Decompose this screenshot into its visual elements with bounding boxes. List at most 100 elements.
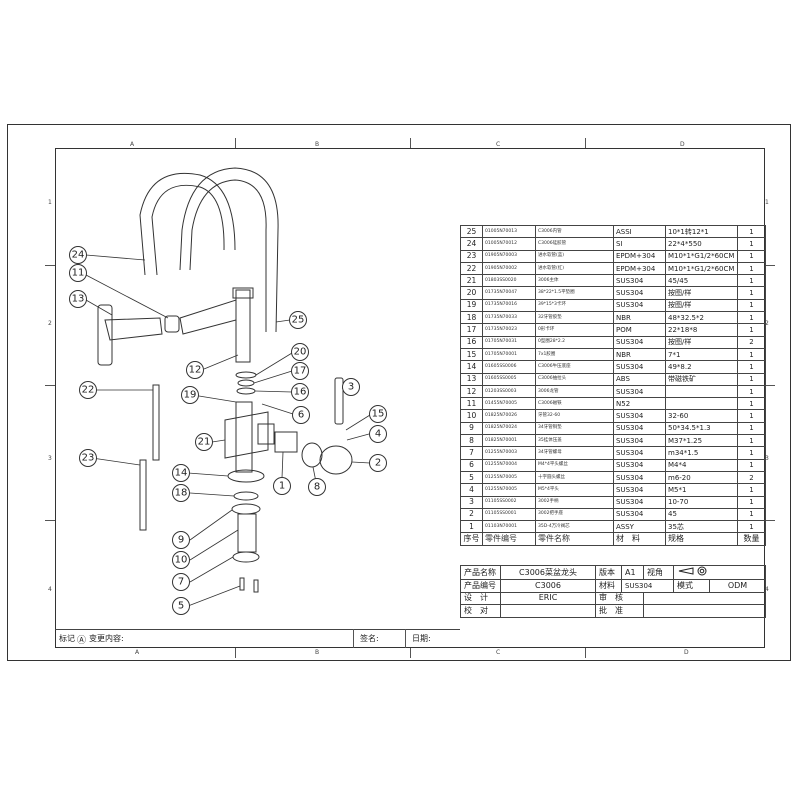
bom-cell: SUS304 [613, 409, 666, 423]
product-code-value: C3006 [499, 579, 597, 593]
zone-label-top-a: A [130, 141, 135, 148]
bom-cell: 20 [460, 286, 483, 300]
bom-cell: 24 [460, 237, 483, 251]
bom-cell: 01905N70003 [482, 249, 536, 263]
bom-cell: SUS304 [613, 360, 666, 374]
approve-label: 批 准 [595, 604, 645, 618]
bom-cell: SUS304 [613, 335, 666, 349]
bom-cell: 1 [737, 409, 766, 423]
bom-cell: SUS304 [613, 458, 666, 472]
callout-circle-4 [369, 425, 387, 443]
bom-cell: 1 [737, 298, 766, 313]
leader-4 [346, 433, 370, 441]
part-23-hose [139, 459, 147, 531]
leader-19 [198, 395, 237, 403]
bom-cell: NBR [613, 347, 666, 362]
bom-cell: 1 [737, 507, 766, 522]
bom-header-cell: 零件编号 [482, 532, 536, 546]
product-name-label: 产品名称 [460, 565, 501, 580]
part-13-pullhead [104, 317, 163, 341]
bom-cell: 7 [460, 446, 483, 460]
callout-label-22: 22 [82, 385, 95, 396]
bom-cell: 1 [737, 520, 766, 534]
bom-cell: 22*18*8 [665, 323, 738, 337]
bom-cell: 18 [460, 311, 483, 325]
bom-header-cell: 规格 [665, 532, 738, 546]
callout-label-19: 19 [184, 390, 197, 401]
callout-circle-15 [369, 405, 387, 423]
bom-cell [665, 397, 738, 411]
approve-value [643, 604, 767, 618]
callout-label-14: 14 [175, 468, 188, 479]
bom-cell: 23 [460, 249, 483, 263]
bom-cell: 01705N70001 [482, 347, 536, 362]
bom-cell: 1 [737, 261, 766, 276]
bom-cell: 1 [737, 434, 766, 448]
bom-cell: SI [613, 237, 666, 251]
bom-cell: 01735N70016 [482, 298, 536, 313]
callout-circle-23 [79, 449, 97, 467]
leader-24 [85, 254, 146, 261]
projection-symbol [673, 565, 767, 580]
mode-label: 模式 [673, 579, 711, 593]
bom-cell: ASSY [613, 520, 666, 534]
part-12-spout-body [235, 289, 251, 363]
callout-label-4: 4 [375, 429, 381, 440]
leader-21 [211, 439, 226, 443]
bom-cell: 按图/样 [665, 298, 738, 313]
bom-header-cell: 材 料 [613, 532, 666, 546]
callout-circle-24 [69, 246, 87, 264]
zone-label-bottom-c: C [496, 649, 501, 656]
bom-cell: 45/45 [665, 274, 738, 288]
bom-cell: 49*8.2 [665, 360, 738, 374]
bom-cell: M4*4 [665, 458, 738, 472]
bom-cell: 01825N70026 [482, 409, 536, 423]
bom-cell: 1 [737, 458, 766, 472]
bom-cell: M5*1 [665, 483, 738, 497]
callout-label-24: 24 [72, 250, 85, 261]
callout-label-20: 20 [294, 347, 307, 358]
bom-cell: 3002把手座 [535, 507, 614, 522]
bom-cell: 1 [737, 483, 766, 497]
part-8-cap [301, 442, 323, 468]
callout-label-21: 21 [198, 437, 211, 448]
callout-circle-2 [369, 454, 387, 472]
bom-cell: 3 [460, 495, 483, 509]
design-label: 设 计 [460, 591, 501, 605]
part-20-washer [235, 371, 257, 379]
product-code-label: 产品编号 [460, 579, 501, 593]
bom-cell: 45 [665, 507, 738, 522]
bom-cell: 39*15*3卡环 [535, 298, 614, 313]
bom-cell: 01735N70023 [482, 323, 536, 337]
callout-circle-18 [172, 484, 190, 502]
bom-cell: 2 [737, 470, 766, 485]
zone-label-left-1: 1 [48, 199, 52, 206]
check-label: 校 对 [460, 604, 501, 618]
bom-cell: 01825N70001 [482, 434, 536, 448]
part-5-screw-b [253, 579, 259, 593]
bom-cell: 32牙管胶垫 [535, 311, 614, 325]
callout-label-23: 23 [82, 453, 95, 464]
leader-17 [253, 370, 293, 384]
leader-14 [187, 472, 229, 477]
callout-label-2: 2 [375, 458, 381, 469]
bom-cell: C3006磁铁 [535, 397, 614, 411]
bom-cell: 带磁铁矿 [665, 372, 738, 386]
bom-cell [665, 384, 738, 399]
bom-cell: 1 [737, 347, 766, 362]
bom-cell: 7*1 [665, 347, 738, 362]
revision-date-label: 日期: [412, 634, 431, 643]
bom-cell: 7x1胶圈 [535, 347, 614, 362]
callout-circle-1 [273, 477, 291, 495]
bom-cell: M10*1*G1/2*60CM [665, 261, 738, 276]
bom-cell: 1 [737, 360, 766, 374]
revision-sign-label: 签名: [360, 634, 379, 643]
bom-cell: 进水软管(蓝) [535, 249, 614, 263]
bom-cell: 01735N70033 [482, 311, 536, 325]
leader-11 [85, 274, 169, 319]
